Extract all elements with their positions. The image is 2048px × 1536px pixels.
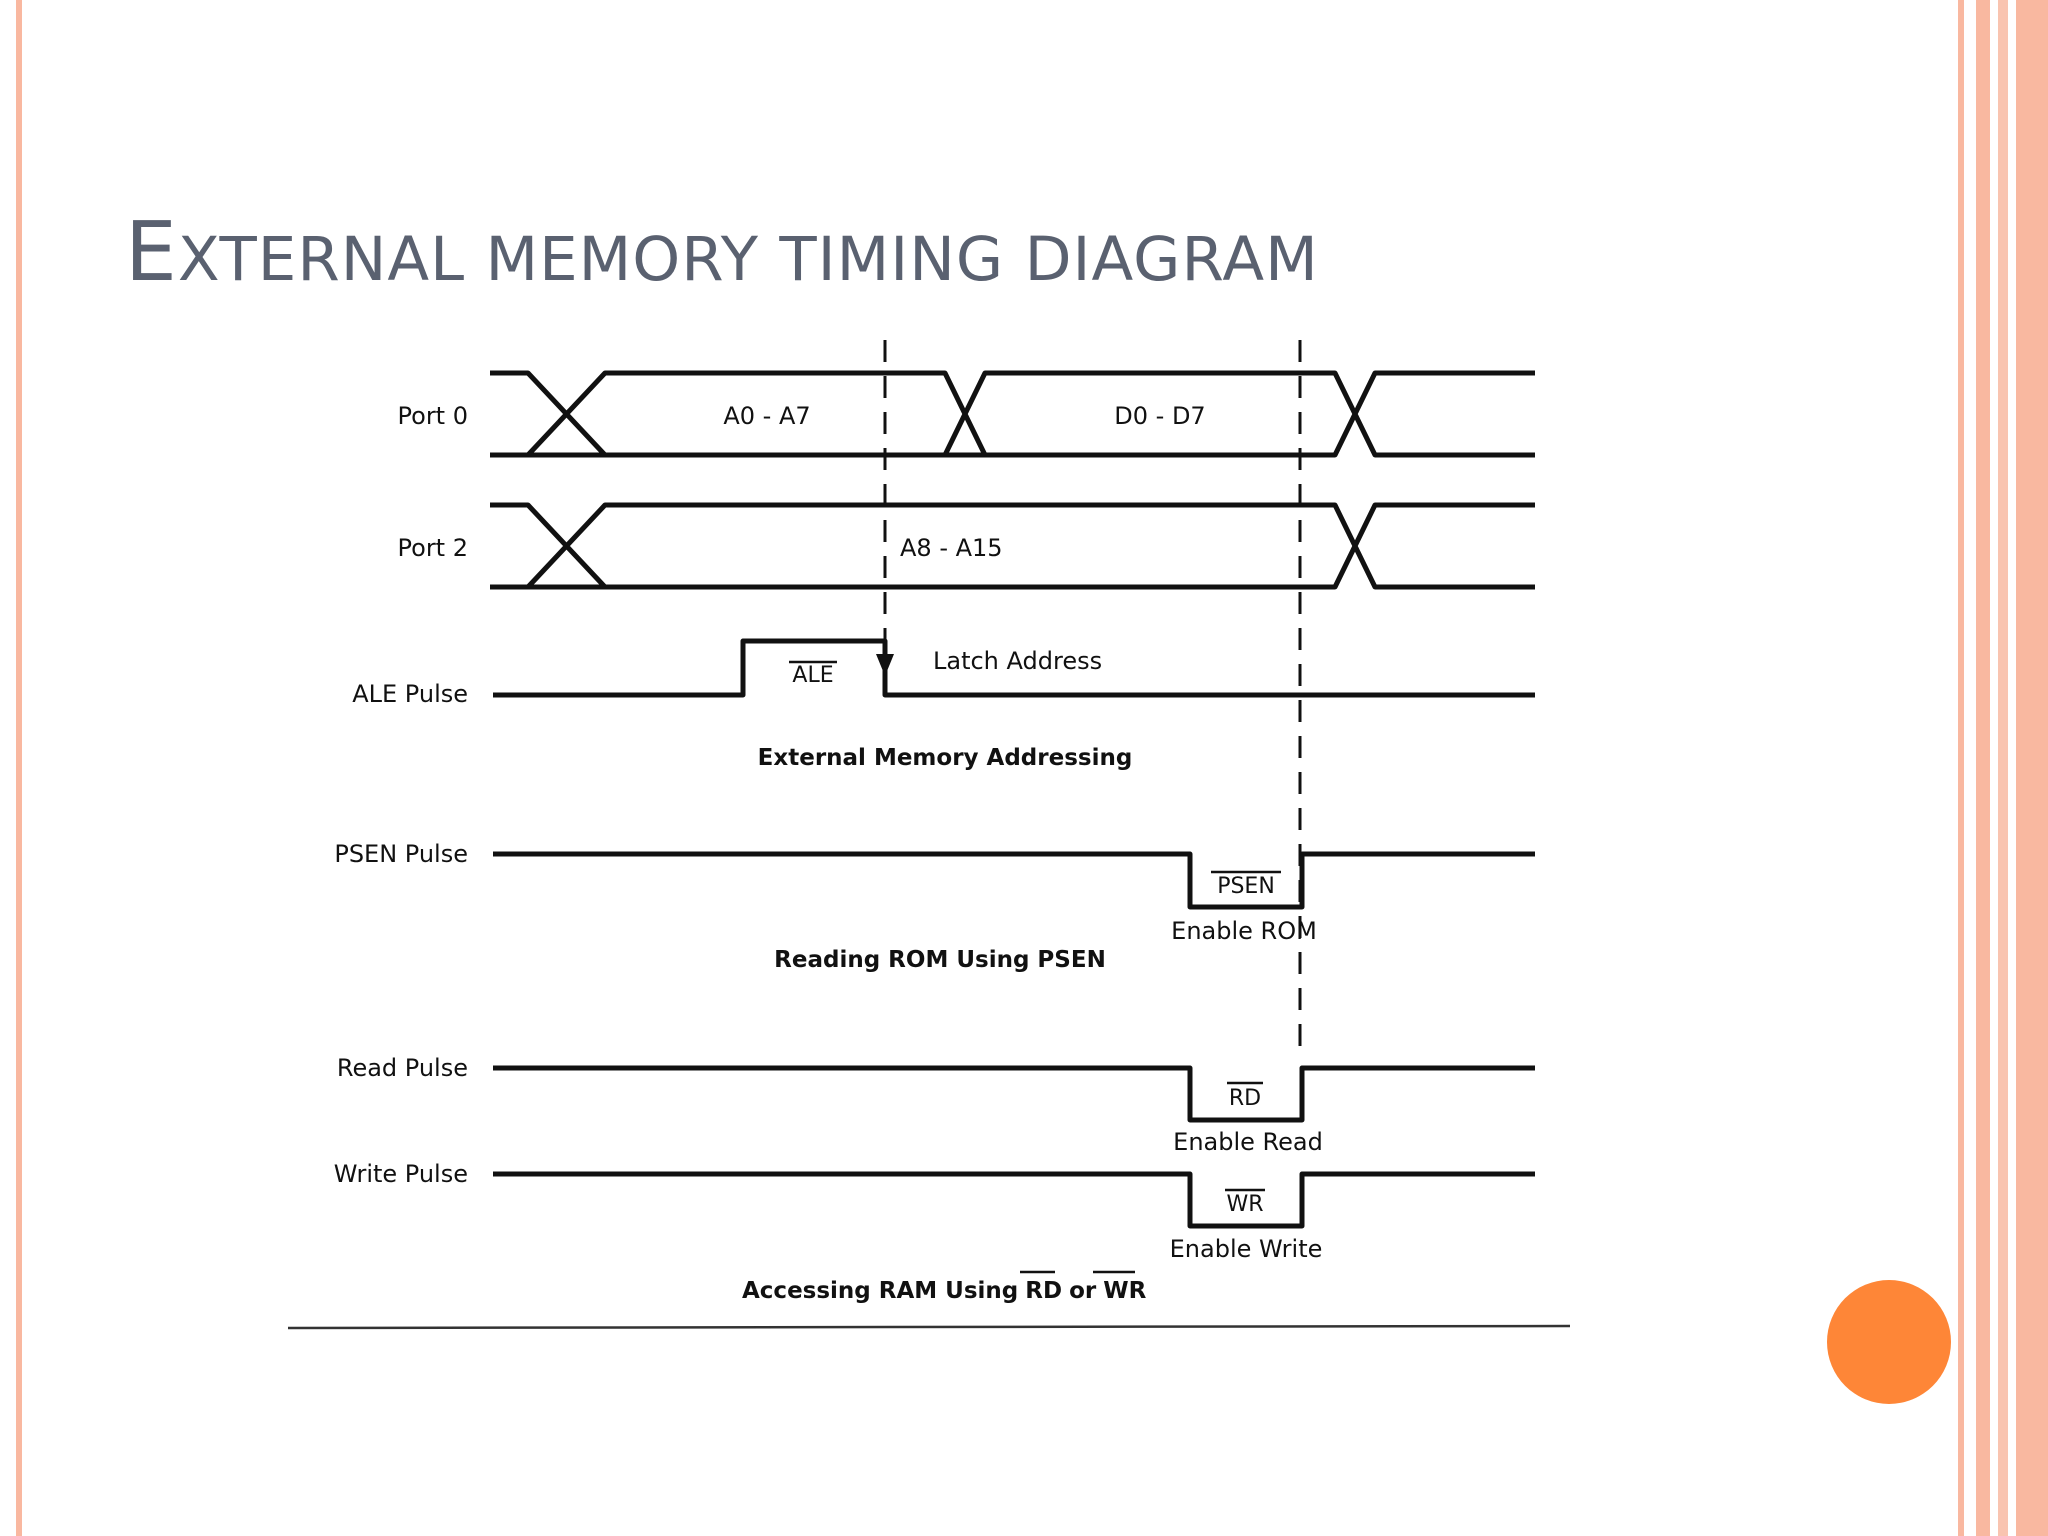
port2-signal: Port 2 A8 - A15 <box>398 502 1535 590</box>
write-signal: Write Pulse WR Enable Write <box>334 1160 1535 1263</box>
right-accent-bar-1 <box>1958 0 1964 1536</box>
slide-title-first-letter: E <box>125 205 178 300</box>
external-addressing-caption: External Memory Addressing <box>758 745 1133 771</box>
port0-signal: Port 0 A0 - A7 D0 - D7 <box>398 370 1535 458</box>
enable-read-note: Enable Read <box>1173 1128 1323 1156</box>
ale-label: ALE Pulse <box>352 680 468 708</box>
slide-title: EXTERNAL MEMORY TIMING DIAGRAM <box>125 205 1319 300</box>
ram-caption-wr: WR <box>1103 1278 1146 1304</box>
port0-d0-d7-label: D0 - D7 <box>1114 402 1205 430</box>
ale-pulse-label: ALE <box>792 663 833 688</box>
ale-signal: ALE Pulse ALE Latch Address External Mem… <box>352 638 1535 771</box>
rd-pulse-label: RD <box>1229 1086 1261 1111</box>
diagram-bottom-rule <box>287 1324 1571 1330</box>
port2-a8-a15-label: A8 - A15 <box>900 534 1003 562</box>
right-accent-bar-3 <box>1998 0 2008 1536</box>
decorative-orange-circle <box>1827 1280 1951 1404</box>
left-accent-bar <box>16 0 22 1536</box>
ram-caption-or: or <box>1069 1278 1097 1304</box>
enable-rom-note: Enable ROM <box>1171 917 1317 945</box>
read-label: Read Pulse <box>337 1054 468 1082</box>
write-label: Write Pulse <box>334 1160 468 1188</box>
psen-signal: PSEN Pulse PSEN Enable ROM Reading ROM U… <box>334 840 1535 973</box>
port0-a0-a7-label: A0 - A7 <box>723 402 810 430</box>
ram-caption-prefix: Accessing RAM Using <box>742 1278 1018 1304</box>
ram-caption-rd: RD <box>1025 1278 1062 1304</box>
enable-write-note: Enable Write <box>1170 1235 1323 1263</box>
psen-pulse-label: PSEN <box>1217 874 1275 899</box>
slide-title-rest: XTERNAL MEMORY TIMING DIAGRAM <box>177 224 1319 295</box>
latch-address-note: Latch Address <box>933 647 1102 675</box>
reading-rom-caption: Reading ROM Using PSEN <box>774 947 1106 973</box>
psen-label: PSEN Pulse <box>334 840 468 868</box>
port0-label: Port 0 <box>398 402 468 430</box>
read-signal: Read Pulse RD Enable Read <box>337 1054 1535 1156</box>
ale-arrowhead <box>876 654 894 676</box>
port2-label: Port 2 <box>398 534 468 562</box>
right-accent-bar-4 <box>2016 0 2048 1536</box>
wr-pulse-label: WR <box>1226 1192 1263 1217</box>
right-accent-bar-2 <box>1976 0 1990 1536</box>
